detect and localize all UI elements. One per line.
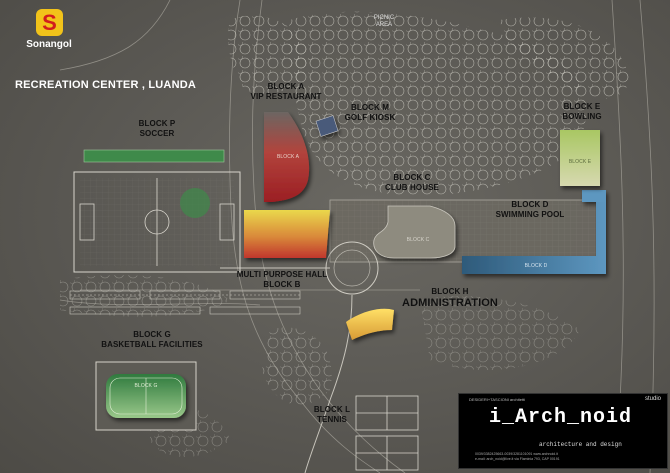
block-p-label: BLOCK P SOCCER — [112, 119, 202, 139]
studio-tagline: architecture and design — [539, 441, 622, 448]
page-title: RECREATION CENTER , LUANDA — [15, 79, 196, 91]
block-m-building — [315, 115, 339, 137]
block-d-code: BLOCK D — [511, 200, 549, 209]
block-c-label: BLOCK C CLUB HOUSE — [372, 173, 452, 193]
block-g-code: BLOCK G — [133, 330, 171, 339]
sonangol-logo-text: Sonangol — [26, 39, 72, 50]
block-m-label: BLOCK M GOLF KIOSK — [330, 103, 410, 123]
block-b-label: MULTI PURPOSE HALL BLOCK B — [226, 270, 338, 290]
studio-contact-address: e-mail: arch_noid@live.it via Flaminia 7… — [475, 457, 560, 461]
studio-contact-phones: 0039/3382425663-0039/3281101091 www.arch… — [475, 452, 558, 456]
block-e-tag: BLOCK E — [568, 159, 592, 165]
tennis-courts — [355, 395, 419, 471]
block-c-code: BLOCK C — [393, 173, 431, 182]
block-h-code: BLOCK H — [431, 287, 469, 296]
block-a-tag: BLOCK A — [276, 154, 300, 160]
parking — [69, 290, 301, 315]
block-h-name: ADMINISTRATION — [402, 297, 498, 309]
block-g-label: BLOCK G BASKETBALL FACILITIES — [90, 330, 214, 350]
block-e-name: BOWLING — [562, 112, 602, 121]
soccer-field — [73, 149, 241, 273]
tree-areas — [60, 11, 630, 457]
block-l-code: BLOCK L — [313, 405, 351, 414]
studio-architects: DESIDERI+TASCIONI architetti — [469, 397, 526, 402]
block-d-tag: BLOCK D — [524, 263, 548, 269]
block-g-name: BASKETBALL FACILITIES — [101, 340, 203, 349]
studio-contact: 0039/3382425663-0039/3281101091 www.arch… — [475, 452, 560, 462]
block-d-label: BLOCK D SWIMMING POOL — [488, 200, 572, 220]
block-c-tag: BLOCK C — [406, 237, 430, 243]
block-l-label: BLOCK L TENNIS — [310, 405, 354, 425]
sonangol-logo-glyph: S — [42, 10, 57, 35]
studio-label: studio — [644, 396, 661, 402]
block-e-code: BLOCK E — [563, 102, 601, 111]
block-c-name: CLUB HOUSE — [385, 183, 439, 192]
block-d-name: SWIMMING POOL — [495, 210, 565, 219]
block-m-name: GOLF KIOSK — [344, 113, 396, 122]
block-g-tag: BLOCK G — [134, 383, 158, 389]
block-p-name: SOCCER — [139, 129, 175, 138]
block-l-name: TENNIS — [317, 415, 347, 424]
basketball-court — [95, 361, 197, 431]
block-e-building — [560, 130, 600, 186]
block-a-code: BLOCK A — [267, 82, 305, 91]
block-a-label: BLOCK A VIP RESTAURANT — [236, 82, 336, 102]
studio-credit: DESIDERI+TASCIONI architetti studio i_Ar… — [458, 393, 668, 469]
block-a-name: VIP RESTAURANT — [250, 92, 322, 101]
block-e-label: BLOCK E BOWLING — [546, 102, 618, 122]
block-h-label: BLOCK H ADMINISTRATION — [392, 287, 508, 309]
block-p-code: BLOCK P — [138, 119, 176, 128]
block-c-building — [373, 205, 456, 259]
block-d-pool — [462, 190, 606, 274]
studio-logo-text: i_Arch_noid — [489, 406, 633, 429]
block-a-building — [264, 112, 310, 202]
block-m-code: BLOCK M — [350, 103, 390, 112]
block-b-building — [244, 210, 330, 258]
sonangol-logo-mark: S — [36, 9, 63, 36]
block-b-name: MULTI PURPOSE HALL — [236, 270, 328, 279]
picnic-area-label: PICNIC AREA — [373, 15, 395, 28]
block-b-code: BLOCK B — [263, 280, 301, 289]
block-h-building — [346, 308, 394, 340]
site-paths — [220, 199, 601, 473]
sonangol-logo: S Sonangol — [14, 9, 84, 61]
